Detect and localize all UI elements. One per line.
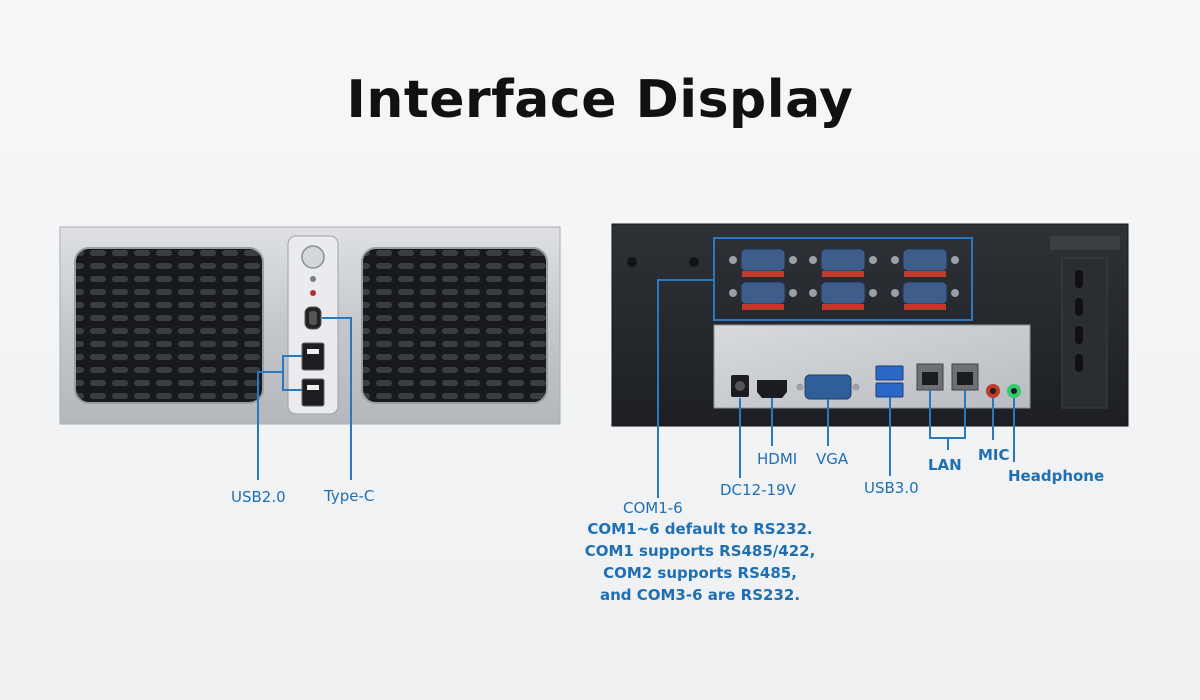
status-led [310, 276, 316, 282]
typec-label: Type-C [324, 487, 375, 505]
power-button [301, 245, 325, 269]
hdd-led [310, 290, 316, 296]
usb3-port-1 [875, 365, 904, 381]
rear-callouts [657, 279, 1015, 498]
mic-label: MIC [978, 446, 1010, 464]
vga-label: VGA [816, 450, 849, 468]
front-panel [59, 226, 561, 425]
com-note: COM1~6 default to RS232. COM1 supports R… [500, 518, 900, 606]
page-title: Interface Display [346, 70, 854, 130]
rear-panel [611, 223, 1129, 427]
com-port [729, 248, 797, 277]
headphone-label: Headphone [1008, 467, 1105, 485]
hdmi-port [757, 380, 787, 398]
com-port [891, 281, 959, 310]
hdmi-label: HDMI [757, 450, 798, 468]
lan-label: LAN [928, 456, 962, 474]
vga-port [804, 374, 852, 400]
com-ports [729, 248, 959, 310]
com-port [809, 281, 877, 310]
com-note-line: and COM3-6 are RS232. [599, 586, 801, 604]
com-note-line: COM1 supports RS485/422, [584, 542, 816, 560]
com-port [891, 248, 959, 277]
com-port [729, 281, 797, 310]
usb2-port-2 [301, 378, 325, 407]
left-vent [74, 247, 264, 404]
com-note-line: COM1~6 default to RS232. [587, 520, 813, 538]
usb2-label: USB2.0 [231, 488, 286, 506]
com-note-line: COM2 supports RS485, [603, 564, 797, 582]
dc-label: DC12-19V [720, 481, 796, 499]
com-port [809, 248, 877, 277]
com-label: COM1-6 [623, 499, 683, 517]
right-vent [361, 247, 548, 404]
usb2-port-1 [301, 342, 325, 371]
usb3-port-2 [875, 382, 904, 398]
front-callouts [257, 317, 352, 480]
usb3-label: USB3.0 [864, 479, 919, 497]
